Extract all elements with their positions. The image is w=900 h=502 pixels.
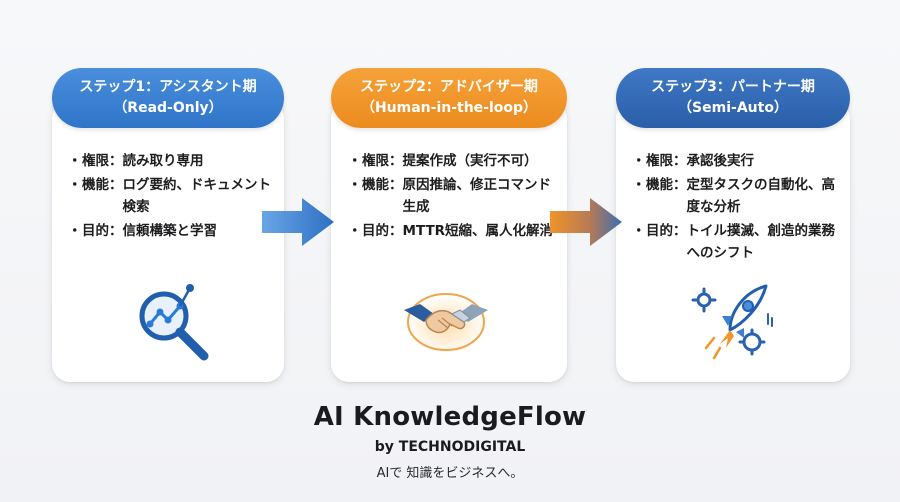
rocket-gears-icon bbox=[691, 284, 773, 360]
step-1-header: ステップ1：アシスタント期 （Read-Only） bbox=[52, 68, 284, 128]
step-1-title: ステップ1：アシスタント期 bbox=[79, 79, 257, 95]
step-1-bullet-permission: ・ 権限： 読み取り専用 bbox=[68, 150, 278, 172]
brand-title: AI KnowledgeFlow bbox=[313, 402, 587, 432]
step-1-bullet-list: ・ 権限： 読み取り専用 ・ 機能： ログ要約、ドキュメント検索 ・ 目的： 信… bbox=[68, 150, 278, 244]
bullet-value: 承認後実行 bbox=[686, 153, 755, 169]
bullet-value: MTTR短縮、属人化解消 bbox=[402, 223, 554, 239]
bullet-dot: ・ bbox=[68, 153, 82, 169]
bullet-dot: ・ bbox=[632, 177, 646, 193]
step-1-bullet-function: ・ 機能： ログ要約、ドキュメント検索 bbox=[68, 174, 278, 218]
step-3-bullet-purpose: ・ 目的： トイル撲滅、創造的業務へのシフト bbox=[632, 220, 844, 264]
bullet-value: 信頼構築と学習 bbox=[122, 223, 218, 239]
bullet-key: 権限： bbox=[646, 153, 687, 169]
bullet-dot: ・ bbox=[348, 223, 362, 239]
step-1-bullet-purpose: ・ 目的： 信頼構築と学習 bbox=[68, 220, 278, 242]
brand-tagline: AIで 知識をビジネスへ。 bbox=[376, 466, 524, 481]
step-3-bullet-function: ・ 機能： 定型タスクの自動化、高度な分析 bbox=[632, 174, 844, 218]
brand-byline: by TECHNODIGITAL bbox=[374, 439, 526, 455]
bullet-value: 提案作成（実行不可） bbox=[402, 153, 538, 169]
bullet-key: 権限： bbox=[362, 153, 403, 169]
step-2-bullet-list: ・ 権限： 提案作成（実行不可） ・ 機能： 原因推論、修正コマンド生成 ・ 目… bbox=[348, 150, 562, 244]
step-3-subtitle: （Semi-Auto） bbox=[678, 100, 788, 116]
bullet-dot: ・ bbox=[68, 177, 82, 193]
step-3-title: ステップ3：パートナー期 bbox=[651, 79, 815, 95]
bullet-key: 権限： bbox=[82, 153, 123, 169]
magnifier-chart-icon bbox=[139, 284, 209, 361]
bullet-key: 機能： bbox=[646, 177, 687, 193]
step-2-title: ステップ2：アドバイザー期 bbox=[360, 79, 538, 95]
bullet-dot: ・ bbox=[632, 223, 646, 239]
step-3-header: ステップ3：パートナー期 （Semi-Auto） bbox=[616, 68, 850, 128]
handshake-icon bbox=[404, 292, 488, 352]
step-2-subtitle: （Human-in-the-loop） bbox=[360, 100, 538, 116]
bullet-dot: ・ bbox=[632, 153, 646, 169]
arrow-step1-to-step2-icon bbox=[262, 198, 334, 246]
bullet-value: トイル撲滅、創造的業務へのシフト bbox=[686, 223, 836, 261]
step-3-bullet-list: ・ 権限： 承認後実行 ・ 機能： 定型タスクの自動化、高度な分析 ・ 目的： … bbox=[632, 150, 844, 266]
bullet-value: 定型タスクの自動化、高度な分析 bbox=[686, 177, 836, 215]
bullet-dot: ・ bbox=[348, 177, 362, 193]
bullet-dot: ・ bbox=[348, 153, 362, 169]
step-1-subtitle: （Read-Only） bbox=[113, 100, 223, 116]
step-2-bullet-permission: ・ 権限： 提案作成（実行不可） bbox=[348, 150, 562, 172]
arrow-step2-to-step3-icon bbox=[550, 198, 622, 246]
step-2-bullet-function: ・ 機能： 原因推論、修正コマンド生成 bbox=[348, 174, 562, 218]
step-2-bullet-purpose: ・ 目的： MTTR短縮、属人化解消 bbox=[348, 220, 562, 242]
bullet-key: 目的： bbox=[362, 223, 403, 239]
step-3-bullet-permission: ・ 権限： 承認後実行 bbox=[632, 150, 844, 172]
bullet-key: 機能： bbox=[82, 177, 123, 193]
bullet-value: 読み取り専用 bbox=[122, 153, 204, 169]
bullet-dot: ・ bbox=[68, 223, 82, 239]
bullet-value: 原因推論、修正コマンド生成 bbox=[402, 177, 552, 215]
bullet-value: ログ要約、ドキュメント検索 bbox=[122, 177, 272, 215]
bullet-key: 機能： bbox=[362, 177, 403, 193]
bullet-key: 目的： bbox=[646, 223, 687, 239]
bullet-key: 目的： bbox=[82, 223, 123, 239]
step-2-header: ステップ2：アドバイザー期 （Human-in-the-loop） bbox=[331, 68, 567, 128]
